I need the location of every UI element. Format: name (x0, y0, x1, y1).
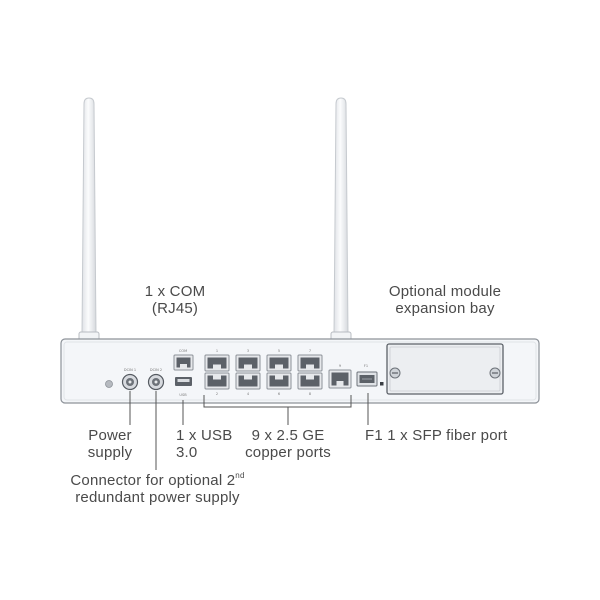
sfp-label-line1: F1 1 x SFP fiber port (365, 427, 508, 444)
dc-in-1-connector (121, 373, 139, 391)
expansion-bay (386, 343, 504, 395)
dc-in-2-connector (147, 373, 165, 391)
sfp-port-text: F1 (364, 364, 368, 368)
module-label: Optional module expansion bay (370, 283, 520, 317)
usb-port (175, 377, 192, 386)
sfp-port (356, 371, 378, 387)
redundant-label: Connector for optional 2nd redundant pow… (50, 471, 265, 507)
usb-label-line1: 1 x USB (176, 427, 233, 444)
copper-port-number: 8 (309, 392, 311, 396)
copper-port (235, 354, 261, 372)
port-9-text: 9 (339, 364, 341, 368)
com-label-line1: 1 x COM (144, 283, 206, 300)
usb-port-text: USB (179, 393, 187, 397)
power-label-line2: supply (87, 444, 133, 461)
dc-in-1-text: DCIN 1 (124, 368, 136, 372)
copper-port-number: 2 (216, 392, 218, 396)
left-antenna (78, 97, 100, 361)
copper-ports-block: 1 3 5 7 2 4 6 8 (204, 349, 323, 396)
redundant-label-line1-text: Connector for optional 2 (70, 472, 236, 489)
power-label: Power supply (75, 427, 145, 461)
redundant-label-line2: redundant power supply (75, 489, 240, 506)
sfp-label: F1 1 x SFP fiber port (365, 427, 507, 444)
copper-label: 9 x 2.5 GE copper ports (238, 427, 338, 461)
redundant-label-line1: Connector for optional 2nd (50, 471, 265, 490)
reset-button-icon (105, 380, 113, 388)
copper-label-line2: copper ports (245, 444, 331, 461)
copper-port-9 (328, 369, 352, 389)
copper-port (266, 354, 292, 372)
copper-port-number: 1 (216, 349, 218, 353)
power-label-line1: Power (88, 427, 132, 444)
copper-port-number: 4 (247, 392, 250, 396)
copper-port-number: 7 (309, 349, 311, 353)
com-label: 1 x COM (RJ45) (120, 283, 230, 317)
copper-port (297, 354, 323, 372)
usb-label-line2: 3.0 (176, 444, 198, 461)
com-label-line2: (RJ45) (151, 300, 199, 317)
usb-label: 1 x USB 3.0 (176, 427, 232, 461)
com-port (173, 354, 194, 371)
com-port-text: COM (179, 349, 187, 353)
copper-port (204, 372, 230, 390)
right-antenna (330, 97, 352, 361)
module-label-line1: Optional module (388, 283, 502, 300)
bay-screw-left-icon (389, 367, 401, 379)
copper-port-number: 5 (278, 349, 280, 353)
copper-bracket-line (203, 395, 352, 408)
bay-screw-right-icon (489, 367, 501, 379)
module-label-line2: expansion bay (395, 300, 495, 317)
redundant-label-sup: nd (235, 471, 245, 480)
sfp-led-icon (380, 382, 384, 386)
dc-in-2-text: DCIN 2 (150, 368, 162, 372)
copper-port-number: 3 (247, 349, 249, 353)
copper-port-number: 6 (278, 392, 280, 396)
copper-port (204, 354, 230, 372)
copper-port (297, 372, 323, 390)
copper-label-line1: 9 x 2.5 GE (251, 427, 325, 444)
copper-port (266, 372, 292, 390)
copper-port (235, 372, 261, 390)
